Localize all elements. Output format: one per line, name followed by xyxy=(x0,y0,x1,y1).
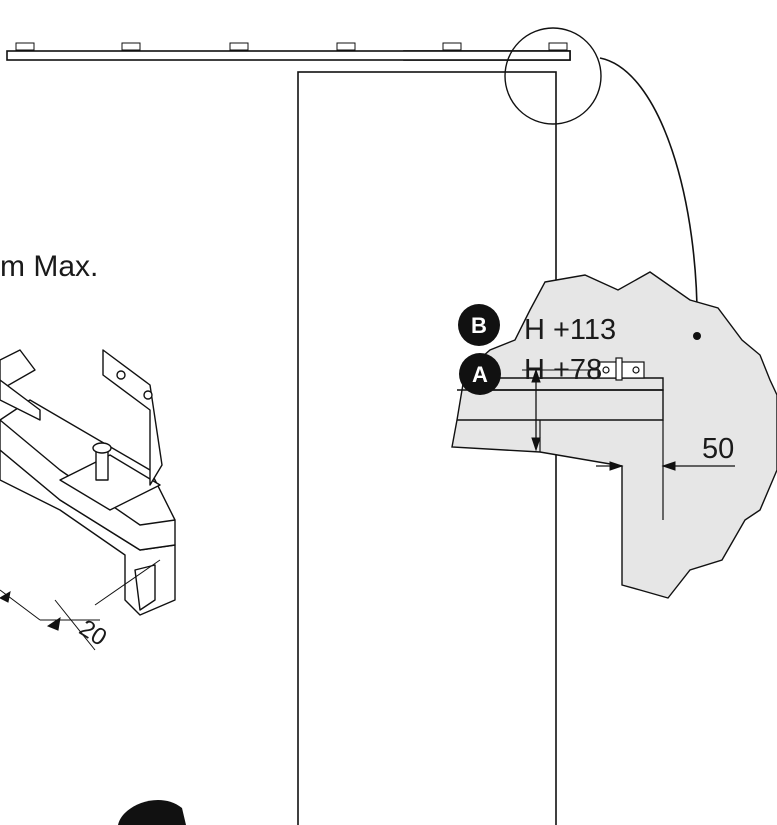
detail-zoom-area xyxy=(451,271,777,599)
rail-dimension-lines xyxy=(0,559,161,651)
svg-text:B: B xyxy=(471,313,487,338)
rail-profile-drawing xyxy=(0,349,176,616)
svg-text:A: A xyxy=(472,362,488,387)
max-distance-label: m Max. xyxy=(0,250,98,283)
height-b-label: H +113 xyxy=(524,314,616,346)
height-a-label: H +78 xyxy=(524,354,602,386)
detail-magnifier-circle xyxy=(504,27,602,125)
badge-a: A xyxy=(459,353,501,395)
track-brackets xyxy=(15,42,568,51)
detail-leader-line xyxy=(599,57,698,337)
top-track-rail xyxy=(6,42,571,61)
offset-dimension-label: 50 xyxy=(702,433,734,465)
offset-dimension-arrows xyxy=(596,461,735,471)
leader-end-dot xyxy=(693,332,701,340)
height-dimension-arrow xyxy=(522,368,598,452)
badge-b: B xyxy=(458,304,500,346)
step-number-fragment xyxy=(118,799,186,825)
